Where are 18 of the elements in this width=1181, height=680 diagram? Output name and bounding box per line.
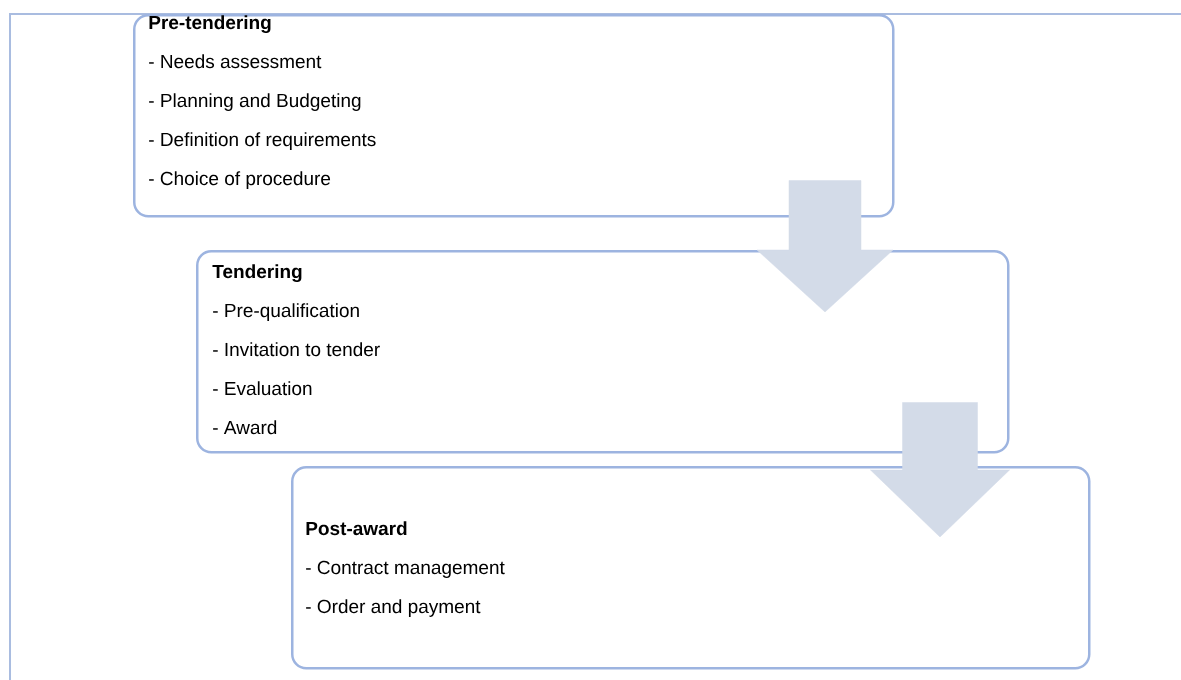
stage-box — [291, 466, 1091, 670]
stage-box — [196, 250, 1010, 454]
bullet-item: - Pre-qualification — [213, 303, 359, 321]
bullet-item: - Evaluation — [213, 381, 312, 396]
stage-heading: Pre-tendering — [149, 15, 271, 34]
stage-box — [133, 14, 895, 218]
stage-heading: Tendering — [212, 264, 302, 283]
bullet-item: - Contract management — [306, 560, 505, 578]
stage-heading: Post-award — [306, 521, 407, 536]
bullet-item: - Order and payment — [306, 599, 481, 617]
bullet-item: - Planning and Budgeting — [149, 93, 361, 111]
bullet-item: - Definition of requirements — [149, 132, 376, 150]
bullet-item: - Needs assessment — [149, 54, 322, 69]
bullet-item: - Invitation to tender — [213, 342, 380, 357]
block-arrow — [756, 180, 894, 313]
bullet-item: - Choice of procedure — [149, 171, 331, 189]
bullet-item: - Award — [213, 420, 277, 435]
block-arrow — [870, 402, 1010, 538]
